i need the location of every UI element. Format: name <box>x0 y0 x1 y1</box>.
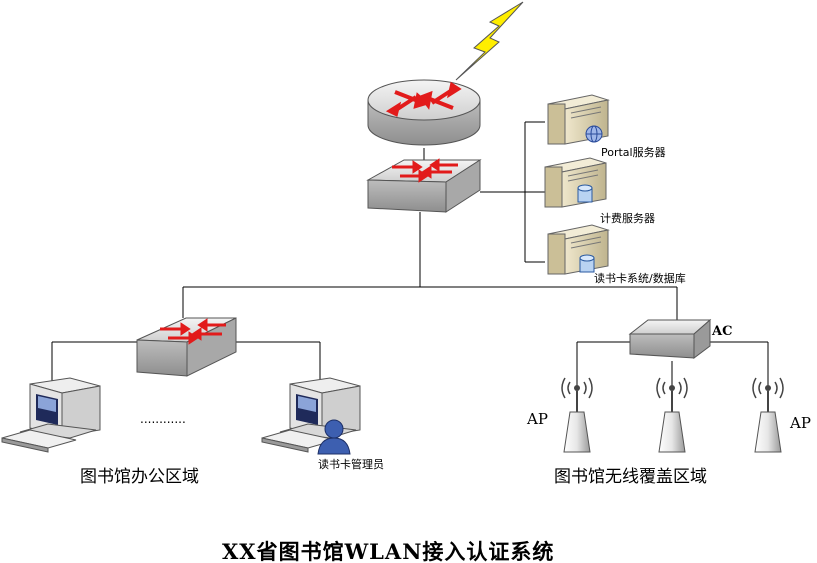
computer-ellipsis: ............ <box>140 412 186 426</box>
office-area-label: 图书馆办公区域 <box>80 467 199 487</box>
portal-server-label: Portal服务器 <box>601 146 666 159</box>
wireless-ap-icon-right <box>752 377 784 453</box>
ac-label: AC <box>712 324 733 339</box>
wireless-ap-icon-left <box>561 377 593 453</box>
diagram-title: XX省图书馆WLAN接入认证系统 <box>222 539 555 563</box>
server-icon-card-db <box>547 224 610 275</box>
card-admin-label: 读书卡管理员 <box>318 458 384 471</box>
ap-label-left: AP <box>527 410 548 428</box>
connection-lines <box>51 121 769 412</box>
router-icon <box>367 79 481 146</box>
server-icon-billing <box>544 157 607 208</box>
wireless-ap-icon-middle <box>656 377 688 453</box>
billing-server-label: 计费服务器 <box>600 212 655 225</box>
desktop-computer-icon-right <box>261 377 361 453</box>
ap-label-right: AP <box>790 414 811 432</box>
user-icon <box>317 419 351 455</box>
ac-controller-icon <box>628 318 712 359</box>
core-switch-icon <box>366 158 482 213</box>
access-switch-icon <box>136 317 237 377</box>
wireless-area-label: 图书馆无线覆盖区域 <box>554 467 707 487</box>
lightning-icon <box>455 1 524 81</box>
desktop-computer-icon-left <box>1 377 101 453</box>
server-icon-portal <box>547 94 610 145</box>
card-system-label: 读书卡系统/数据库 <box>594 272 686 285</box>
